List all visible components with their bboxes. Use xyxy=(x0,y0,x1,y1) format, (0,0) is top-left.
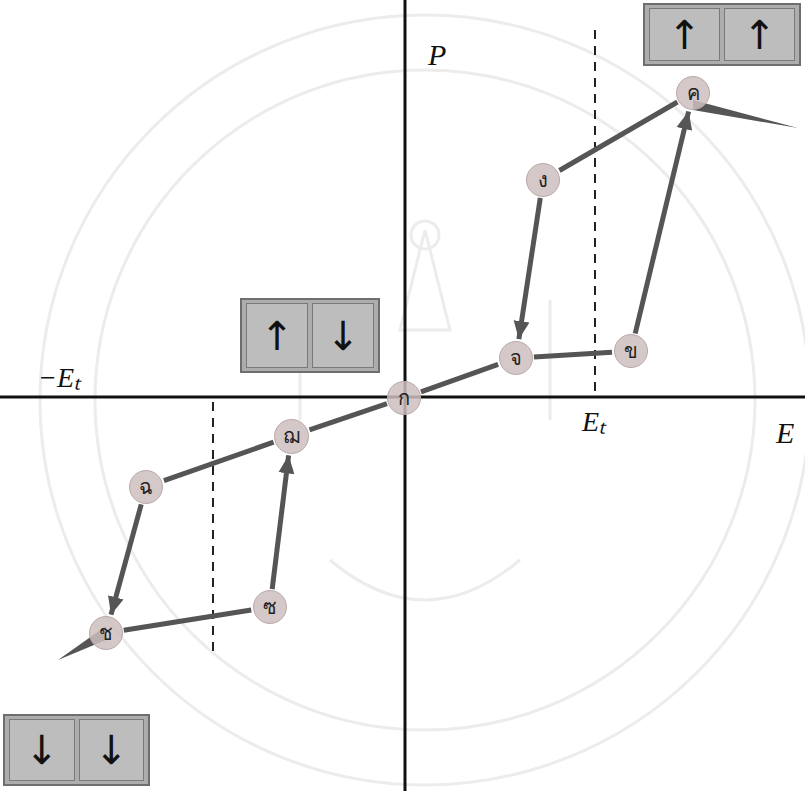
state-point: ฌ xyxy=(274,419,309,454)
state-letter: ค xyxy=(687,83,700,103)
axis-label: Eₜ xyxy=(582,408,606,436)
axis-label: −Eₜ xyxy=(38,364,81,392)
loop-segment xyxy=(272,455,288,589)
loop-segment xyxy=(124,610,251,630)
loop-segment xyxy=(111,504,141,614)
loop-segment xyxy=(519,198,540,339)
dipole-box: ↑↓ xyxy=(240,298,380,373)
state-letter: จ xyxy=(510,348,522,368)
watermark-seal xyxy=(40,15,805,785)
axis-label: E xyxy=(776,418,794,448)
dipole-box: ↓↓ xyxy=(3,714,150,786)
loop-segment xyxy=(559,102,677,170)
state-point: จ xyxy=(499,341,533,375)
loop-segment xyxy=(635,111,688,333)
loop-segment xyxy=(164,442,274,481)
state-point: ก xyxy=(387,381,421,415)
curve-tail xyxy=(693,100,798,128)
state-point: ข xyxy=(614,334,648,368)
threshold-dash xyxy=(594,30,596,392)
dipole-arrow: ↓ xyxy=(312,303,374,368)
dipole-arrow: ↓ xyxy=(79,719,145,781)
state-letter: ฌ xyxy=(283,426,300,446)
loop-segment xyxy=(534,352,612,357)
state-point: ง xyxy=(526,163,560,197)
state-letter: ช xyxy=(99,623,113,643)
dipole-arrow: ↑ xyxy=(246,303,308,368)
state-letter: ข xyxy=(624,341,638,361)
state-point: ช xyxy=(89,616,123,650)
state-letter: ง xyxy=(538,170,548,190)
state-point: ซ xyxy=(253,590,287,624)
state-letter: ซ xyxy=(263,597,277,617)
loop-segment xyxy=(421,364,498,392)
state-point: ค xyxy=(676,76,710,110)
axis-label: P xyxy=(428,40,446,70)
dipole-arrow: ↑ xyxy=(649,8,720,61)
state-point: ฉ xyxy=(129,470,163,504)
state-letter: ก xyxy=(398,388,410,408)
dipole-arrow: ↑ xyxy=(724,8,795,61)
loop-segment xyxy=(309,404,386,430)
dipole-arrow: ↓ xyxy=(9,719,75,781)
state-letter: ฉ xyxy=(139,477,153,497)
dipole-box: ↑↑ xyxy=(643,3,801,66)
